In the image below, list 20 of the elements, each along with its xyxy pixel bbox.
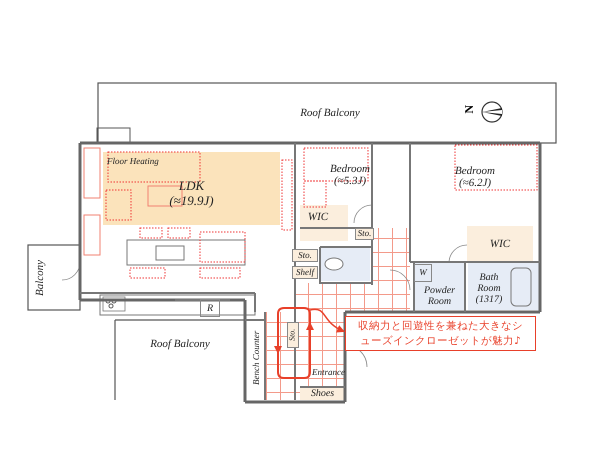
room-label: Shoes: [301, 387, 344, 400]
area-label: Floor Heating: [107, 157, 159, 167]
washer-box: W: [414, 264, 432, 282]
room-label: Balcony: [32, 255, 48, 300]
room-label: Bedroom (≈6.2J): [440, 162, 510, 192]
closet-box: Sto.: [355, 228, 374, 240]
closet-box: Sto.: [292, 249, 318, 262]
closet-box: Sto.: [287, 322, 299, 348]
leader-arrow: [310, 308, 345, 332]
refrigerator-box: R: [200, 299, 220, 317]
compass-label: N: [462, 105, 477, 114]
room-label: Bedroom (≈5.3J): [318, 160, 382, 190]
room-label: Roof Balcony: [250, 105, 410, 121]
room-label: Roof Balcony: [130, 336, 230, 352]
room-label: Powder Room: [414, 283, 465, 309]
room-label: Bench Counter: [250, 328, 264, 388]
room-label: WIC: [467, 226, 533, 262]
callout-box: 収納力と回遊性を兼ねた大きなシューズインクローゼットが魅力♪: [345, 316, 536, 351]
room-label: LDK (≈19.9J): [168, 179, 215, 208]
closet-box: Shelf: [292, 266, 318, 279]
